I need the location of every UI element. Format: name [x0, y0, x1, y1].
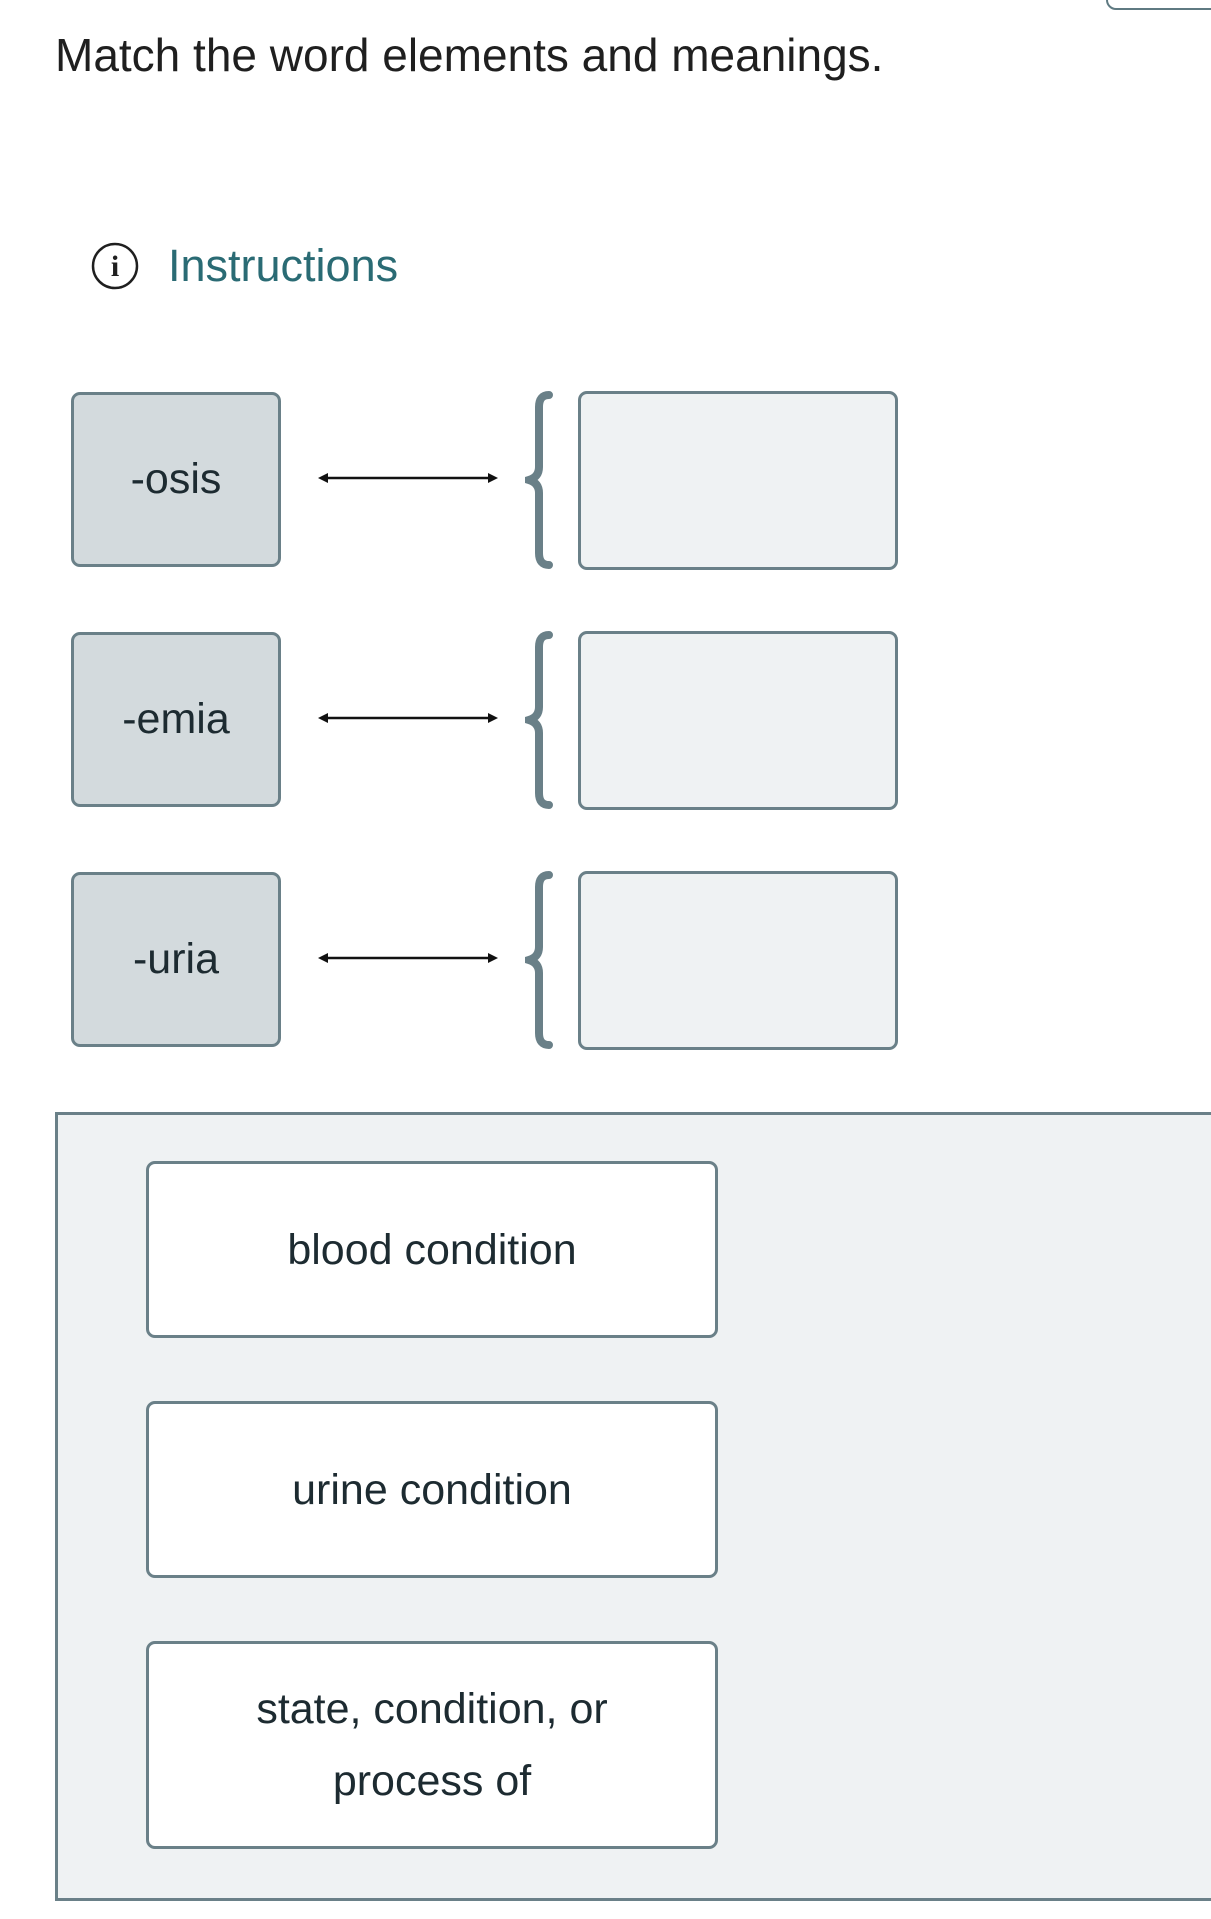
question-prompt: Match the word elements and meanings.: [55, 29, 884, 81]
info-icon: i: [90, 241, 140, 291]
svg-text:i: i: [111, 250, 119, 283]
answer-bank: blood condition urine condition state, c…: [55, 1112, 1211, 1901]
term-uria: -uria: [71, 872, 281, 1047]
brace-icon: [525, 871, 553, 1049]
choice-state-condition-process[interactable]: state, condition, or process of: [146, 1641, 718, 1849]
brace-icon: [525, 631, 553, 809]
drop-slot-3[interactable]: [578, 871, 898, 1050]
top-right-tab[interactable]: [1106, 0, 1211, 10]
choice-blood-condition[interactable]: blood condition: [146, 1161, 718, 1338]
term-emia: -emia: [71, 632, 281, 807]
drop-slot-1[interactable]: [578, 391, 898, 570]
connector-arrow: [318, 473, 498, 483]
connector-arrow: [318, 713, 498, 723]
term-osis: -osis: [71, 392, 281, 567]
instructions-toggle[interactable]: i Instructions: [90, 240, 398, 292]
brace-icon: [525, 391, 553, 569]
connector-arrow: [318, 953, 498, 963]
choice-urine-condition[interactable]: urine condition: [146, 1401, 718, 1578]
drop-slot-2[interactable]: [578, 631, 898, 810]
instructions-label: Instructions: [168, 240, 399, 291]
